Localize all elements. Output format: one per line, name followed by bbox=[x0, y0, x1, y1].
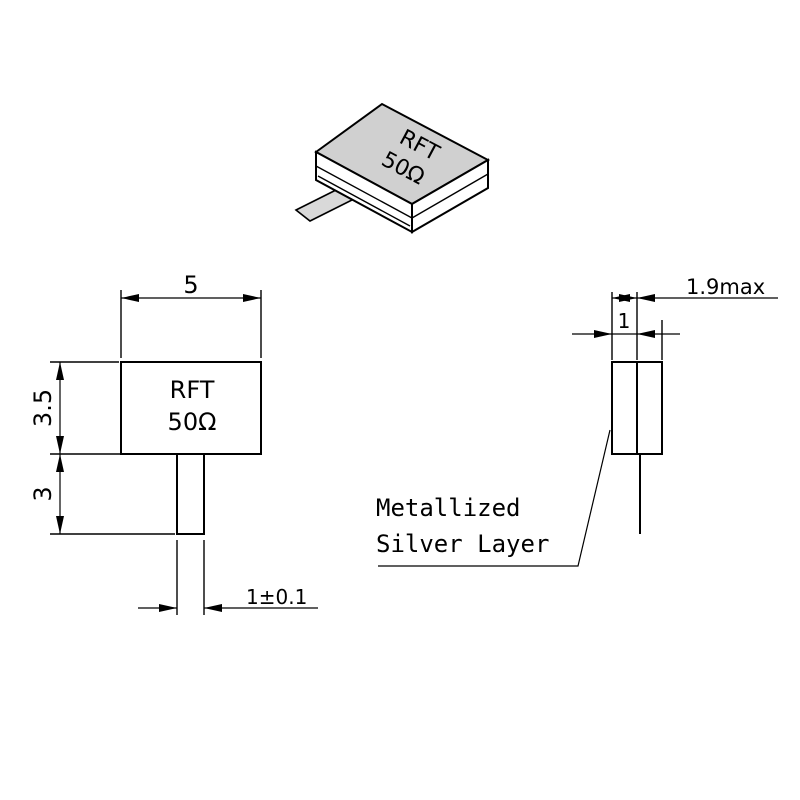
front-marking-line2: 50Ω bbox=[168, 408, 217, 436]
dim-body-thickness-label: 1 bbox=[618, 309, 631, 333]
callout-line1: Metallized bbox=[376, 494, 521, 522]
front-lead-outline bbox=[176, 453, 205, 535]
dim-total-thickness-label: 1.9max bbox=[686, 275, 765, 299]
front-view: RFT 50Ω 5 3.5 3 1±0.1 bbox=[29, 271, 318, 615]
callout-line2: Silver Layer bbox=[376, 530, 549, 558]
front-marking-line1: RFT bbox=[170, 376, 215, 404]
dim-body-height-label: 3.5 bbox=[29, 389, 57, 427]
side-view: 1.9max 1 Metallized Silver Layer bbox=[376, 275, 778, 567]
dim-width-label: 5 bbox=[183, 271, 198, 299]
dim-lead-width-label: 1±0.1 bbox=[246, 585, 307, 609]
dim-lead-length-label: 3 bbox=[29, 486, 57, 501]
isometric-package: RFT 50Ω bbox=[294, 102, 491, 234]
callout-leader bbox=[378, 429, 611, 567]
